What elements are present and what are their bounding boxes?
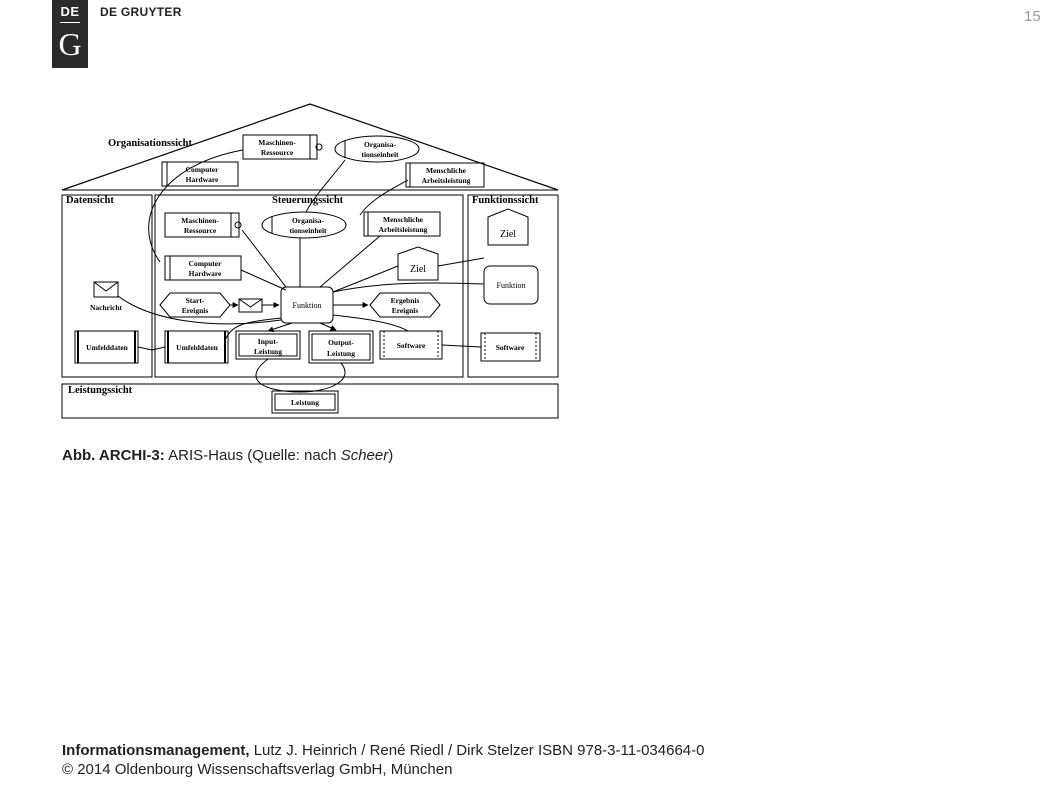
start-ereignis-label-1: Start- bbox=[186, 296, 205, 305]
leistungssicht-label: Leistungssicht bbox=[68, 385, 133, 396]
daten-nachricht-envelope bbox=[93, 281, 119, 298]
fs-software-label: Software bbox=[496, 343, 525, 352]
st-ziel-label: Ziel bbox=[410, 264, 426, 275]
organisationssicht-label: Organisationssicht bbox=[108, 138, 193, 149]
caption-text: ARIS-Haus (Quelle: nach bbox=[164, 447, 341, 464]
org-maschinen-box bbox=[242, 134, 318, 160]
st-mensch-label-2: Arbeitsleistung bbox=[379, 225, 428, 234]
datensicht-label: Datensicht bbox=[66, 195, 114, 206]
st-organisa-label-1: Organisa- bbox=[292, 216, 325, 225]
org-mensch-label-2: Arbeitsleistung bbox=[422, 176, 471, 185]
leistung-label: Leistung bbox=[291, 398, 319, 407]
org-organisa-label-1: Organisa- bbox=[364, 140, 397, 149]
footer-title: Informationsmanagement, bbox=[62, 742, 250, 759]
fs-ziel-shape bbox=[487, 208, 529, 246]
publisher-logo: DE G bbox=[52, 0, 88, 68]
org-maschinen-label-2: Ressource bbox=[261, 148, 294, 157]
fs-funktion-box bbox=[483, 265, 539, 305]
st-maschinen-box bbox=[164, 212, 240, 238]
logo-g-text: G bbox=[58, 26, 82, 62]
output-leistung-box bbox=[308, 330, 374, 364]
brand-name: DE GRUYTER bbox=[100, 5, 182, 19]
footer-citation: Informationsmanagement, Lutz J. Heinrich… bbox=[62, 742, 704, 759]
st-organisa-ellipse bbox=[261, 211, 347, 239]
leistungssicht-section bbox=[61, 383, 559, 419]
st-mensch-box bbox=[363, 211, 441, 237]
st-umfelddaten-label: Umfelddaten bbox=[176, 343, 218, 352]
org-organisa-ellipse bbox=[334, 135, 420, 163]
daten-nachricht-label: Nachricht bbox=[90, 303, 123, 312]
caption-label: Abb. ARCHI-3: bbox=[62, 447, 165, 464]
ergebnis-ereignis-label-2: Ereignis bbox=[392, 306, 419, 315]
st-maschinen-label-1: Maschinen- bbox=[181, 216, 219, 225]
funktionssicht-label: Funktionssicht bbox=[472, 195, 539, 206]
footer-copyright: © 2014 Oldenbourg Wissenschaftsverlag Gm… bbox=[62, 761, 453, 778]
st-computer-label-1: Computer bbox=[189, 259, 223, 268]
caption-source: Scheer bbox=[340, 447, 389, 464]
output-leistung-label-2: Leistung bbox=[327, 349, 355, 358]
datensicht-section bbox=[61, 194, 153, 378]
st-computer-box bbox=[164, 255, 242, 281]
input-leistung-label-1: Input- bbox=[258, 337, 279, 346]
st-organisa-label-2: tionseinheit bbox=[289, 226, 327, 235]
output-leistung-label-1: Output- bbox=[328, 338, 354, 347]
st-ziel-shape bbox=[397, 246, 439, 281]
st-mensch-label-1: Menschliche bbox=[383, 215, 424, 224]
footer-authors: Lutz J. Heinrich / René Riedl / Dirk Ste… bbox=[249, 742, 705, 759]
org-mensch-box bbox=[405, 162, 485, 188]
daten-umfelddaten-label: Umfelddaten bbox=[86, 343, 128, 352]
funktionssicht-section bbox=[467, 194, 559, 378]
start-ereignis-label-2: Ereignis bbox=[182, 306, 209, 315]
logo-de-text: DE bbox=[60, 4, 80, 19]
st-maschinen-label-2: Ressource bbox=[184, 226, 217, 235]
org-mensch-label-1: Menschliche bbox=[426, 166, 467, 175]
funktion-label: Funktion bbox=[293, 301, 322, 310]
steuerungssicht-section bbox=[154, 194, 464, 378]
logo-divider bbox=[60, 22, 80, 23]
ergebnis-ereignis-hexagon bbox=[369, 292, 441, 318]
fs-ziel-label: Ziel bbox=[500, 229, 516, 240]
page-number: 15 bbox=[1024, 8, 1041, 25]
figure-caption: Abb. ARCHI-3: ARIS-Haus (Quelle: nach Sc… bbox=[62, 447, 393, 464]
steuerungssicht-label: Steuerungssicht bbox=[272, 195, 344, 206]
st-computer-label-2: Hardware bbox=[189, 269, 222, 278]
org-computer-label-1: Computer bbox=[186, 165, 220, 174]
org-organisa-label-2: tionseinheit bbox=[361, 150, 399, 159]
org-maschinen-label-1: Maschinen- bbox=[258, 138, 296, 147]
leistung-box bbox=[271, 390, 339, 414]
roof-outline bbox=[61, 103, 559, 191]
org-computer-box bbox=[161, 161, 239, 187]
org-computer-label-2: Hardware bbox=[186, 175, 219, 184]
ergebnis-ereignis-label-1: Ergebnis bbox=[391, 296, 420, 305]
caption-end: ) bbox=[388, 447, 394, 464]
st-software-label: Software bbox=[397, 341, 426, 350]
input-leistung-label-2: Leistung bbox=[254, 347, 282, 356]
fs-funktion-label: Funktion bbox=[497, 281, 526, 290]
